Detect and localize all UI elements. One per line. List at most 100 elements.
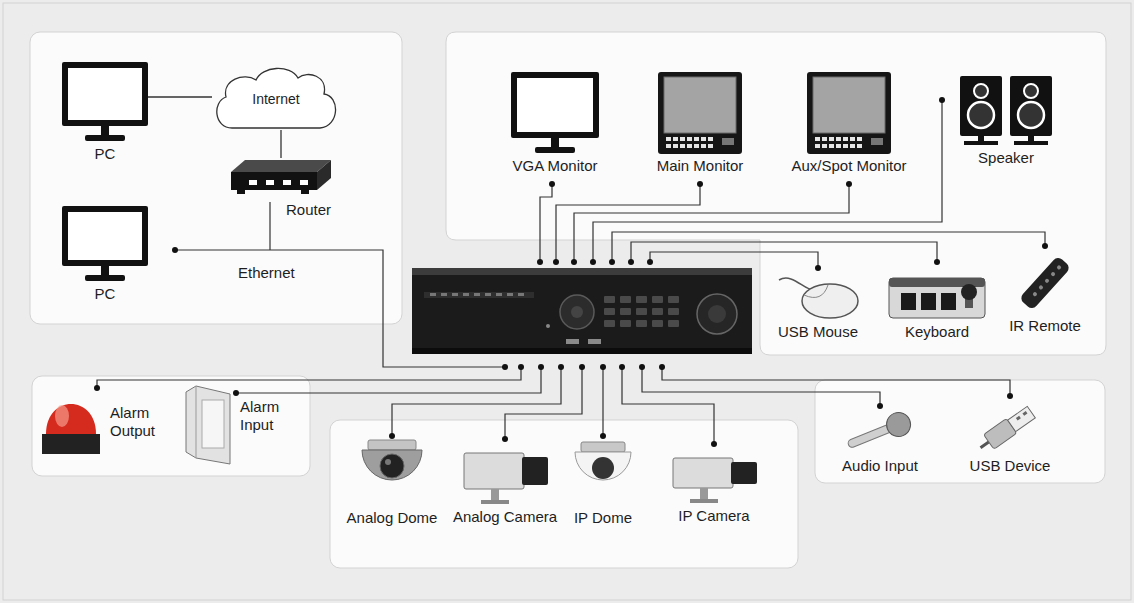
icon-part	[901, 293, 916, 310]
icon-part	[658, 72, 742, 154]
icon-part	[1056, 265, 1062, 271]
icon-part	[68, 212, 142, 260]
dvr-button	[636, 308, 647, 315]
link-label: Ethernet	[236, 264, 297, 282]
device-node: Alarm Input	[186, 386, 279, 464]
wire-dot	[647, 259, 653, 265]
dvr-button	[620, 296, 631, 303]
device-label: Aux/Spot Monitor	[791, 157, 906, 175]
icon-part	[889, 278, 985, 318]
icon-part	[813, 77, 885, 133]
cloud-label: Internet	[252, 90, 299, 108]
device-label: Speaker	[978, 149, 1034, 167]
mic-icon	[840, 410, 920, 454]
icon-part	[301, 190, 309, 194]
wire-dot	[172, 247, 178, 253]
dvr-button	[652, 308, 663, 315]
wire-dot	[502, 364, 508, 370]
device-label: Keyboard	[905, 323, 969, 341]
wire	[602, 367, 603, 436]
icon-part	[237, 190, 245, 194]
device-node: USB Mouse	[775, 274, 861, 341]
device-label: PC	[95, 145, 116, 163]
pc-icon	[511, 72, 599, 154]
icon-part	[850, 137, 855, 141]
dvr-led	[441, 293, 447, 296]
kbd-icon	[887, 268, 987, 320]
dvr-led	[463, 293, 469, 296]
boxcam-icon	[460, 443, 550, 505]
wire-dot	[94, 385, 100, 391]
icon-part	[664, 77, 736, 133]
device-label: IP Camera	[678, 507, 749, 525]
dvr-led	[452, 293, 458, 296]
icon-part	[68, 68, 142, 120]
dvr-led	[485, 293, 491, 296]
icon-part	[231, 160, 331, 172]
pc-icon	[62, 62, 148, 142]
dvr-button	[652, 296, 663, 303]
device-node: Speaker	[960, 76, 1052, 167]
icon-part	[362, 450, 422, 480]
icon-part	[687, 144, 692, 148]
icon-part	[666, 144, 671, 148]
device-label: IP Dome	[574, 509, 632, 527]
icon-part	[481, 500, 509, 504]
icon-part	[666, 137, 671, 141]
dvr-button	[620, 308, 631, 315]
wire	[622, 367, 714, 444]
dvr-led	[474, 293, 480, 296]
icon-part	[1050, 271, 1056, 277]
device-node: Analog Camera	[453, 443, 557, 526]
dvr-button	[652, 320, 663, 327]
dvr-button	[620, 320, 631, 327]
device-node: VGA Monitor	[511, 72, 599, 175]
device-node: USB Device	[970, 400, 1051, 475]
sensor-icon	[186, 386, 232, 464]
alarm-icon	[40, 392, 102, 456]
device-label: Router	[286, 201, 331, 219]
wire	[392, 367, 561, 436]
icon-part	[1022, 411, 1027, 416]
icon-part	[535, 147, 575, 153]
wire-dot	[697, 181, 703, 187]
device-node: Router	[231, 158, 331, 219]
wire-dot	[590, 259, 596, 265]
icon-part	[673, 137, 678, 141]
icon-part	[1008, 406, 1036, 431]
device-label: PC	[95, 285, 116, 303]
wire	[574, 184, 849, 262]
icon-part	[101, 266, 109, 275]
wire-dot	[571, 259, 577, 265]
device-node: IP Camera	[669, 448, 759, 525]
icon-part	[522, 457, 548, 485]
icon-part	[249, 180, 257, 185]
wire-dot	[846, 181, 852, 187]
icon-part	[694, 137, 699, 141]
icon-part	[694, 144, 699, 148]
icon-part	[701, 137, 706, 141]
icon-part	[815, 137, 820, 141]
wire-dot	[877, 403, 883, 409]
icon-part	[941, 293, 956, 310]
device-node: IR Remote	[1009, 252, 1081, 335]
dvr-button	[604, 296, 615, 303]
icon-part	[202, 400, 224, 448]
icon-part	[690, 499, 718, 503]
device-label: Analog Camera	[453, 508, 557, 526]
crt-icon	[807, 72, 891, 154]
icon-part	[46, 404, 96, 434]
device-label: USB Device	[970, 457, 1051, 475]
wire-dot	[553, 259, 559, 265]
icon-part	[822, 144, 827, 148]
cloud-outline	[217, 68, 336, 128]
panel	[330, 420, 798, 568]
icon-part	[42, 434, 100, 454]
icon-part	[701, 144, 706, 148]
icon-part	[300, 180, 308, 185]
device-node: IP Dome	[572, 440, 634, 527]
dome-icon	[357, 440, 427, 506]
wire	[612, 232, 1045, 262]
